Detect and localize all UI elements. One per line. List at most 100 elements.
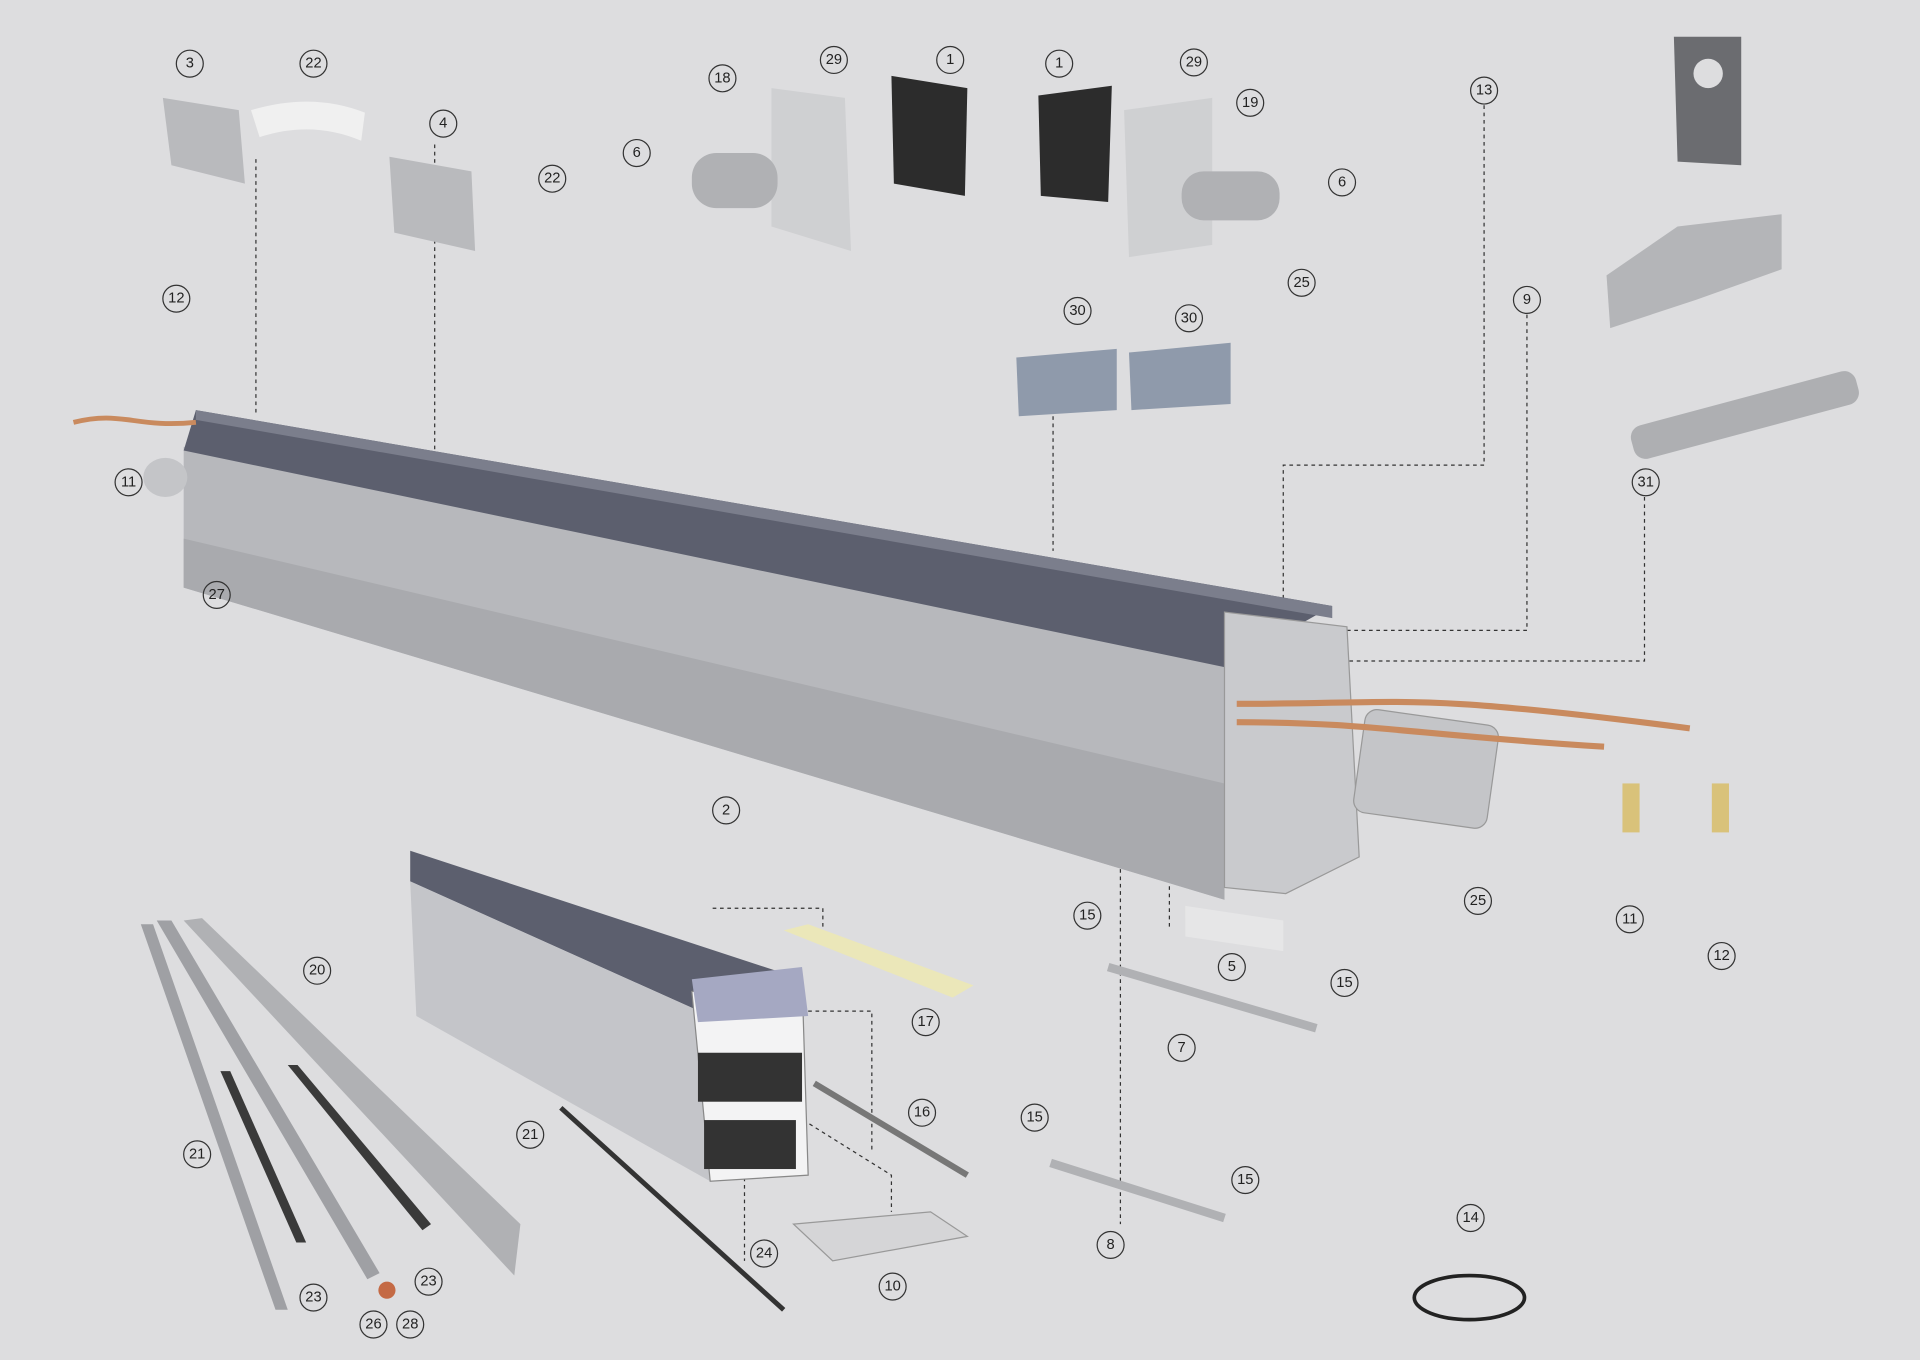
callout-circle (1615, 905, 1644, 934)
callout-number: 15 (1336, 975, 1352, 991)
callout-circle (1512, 285, 1542, 314)
callout-number: 29 (1186, 54, 1202, 70)
callout-number: 18 (714, 70, 730, 86)
callout-circle (878, 1272, 907, 1301)
callout-circle (1217, 952, 1246, 982)
callout-number: 27 (209, 587, 225, 603)
callout-circle (114, 468, 143, 497)
section-beam (410, 850, 809, 1182)
callout-3: 3 (175, 49, 204, 78)
callout-23: 23 (414, 1267, 443, 1296)
callout-circle (1231, 1165, 1260, 1195)
callout-29: 29 (819, 45, 848, 75)
callout-circle (1287, 268, 1316, 297)
callout-circle (622, 138, 651, 168)
callout-number: 12 (1713, 948, 1729, 964)
callout-24: 24 (750, 1239, 779, 1268)
callout-number: 6 (633, 145, 641, 161)
callout-number: 12 (168, 291, 184, 307)
callout-circle (907, 1098, 937, 1127)
callout-number: 15 (1237, 1172, 1253, 1188)
callout-circle (202, 580, 231, 610)
callout-circle (1174, 304, 1204, 333)
callout-number: 7 (1178, 1040, 1186, 1056)
callout-8: 8 (1096, 1230, 1125, 1260)
callout-number: 25 (1470, 893, 1486, 909)
callout-number: 29 (826, 52, 842, 68)
callout-18: 18 (708, 64, 737, 93)
callout-31: 31 (1631, 468, 1660, 497)
callout-circle (175, 49, 204, 78)
callout-14: 14 (1456, 1203, 1485, 1233)
callout-number: 16 (914, 1105, 930, 1121)
callout-1: 1 (936, 45, 965, 75)
callout-number: 30 (1069, 303, 1085, 319)
callout-circle (396, 1310, 425, 1339)
callout-number: 5 (1228, 959, 1236, 975)
callout-10: 10 (878, 1272, 907, 1301)
main-beam-assembly (72, 410, 1729, 900)
callout-circle (516, 1120, 545, 1149)
callout-circle (538, 164, 567, 193)
callout-circle (1463, 886, 1493, 916)
callout-13: 13 (1470, 76, 1499, 105)
callout-circle (936, 45, 965, 75)
callout-number: 3 (186, 56, 194, 72)
callout-number: 15 (1079, 908, 1095, 924)
callout-11: 11 (1615, 905, 1644, 934)
callout-15: 15 (1231, 1165, 1260, 1195)
callout-29: 29 (1179, 48, 1208, 77)
callout-number: 19 (1242, 95, 1258, 111)
callout-number: 23 (305, 1290, 321, 1306)
callout-15: 15 (1330, 968, 1359, 998)
callout-25: 25 (1463, 886, 1493, 916)
callout-circle (429, 109, 458, 138)
callout-19: 19 (1236, 88, 1265, 117)
callout-number: 10 (884, 1279, 900, 1295)
callout-11: 11 (114, 468, 143, 497)
callout-number: 1 (946, 52, 954, 68)
callout-number: 9 (1523, 292, 1531, 308)
callout-5: 5 (1217, 952, 1246, 982)
callout-2: 2 (712, 796, 741, 825)
callout-number: 11 (1622, 911, 1637, 927)
callout-circle (712, 796, 741, 825)
callout-circle (183, 1140, 212, 1169)
callout-circle (162, 284, 191, 313)
callout-4: 4 (429, 109, 458, 138)
callout-12: 12 (1707, 941, 1736, 971)
callout-circle (1330, 968, 1359, 998)
callout-number: 23 (420, 1274, 436, 1290)
callout-circle (1707, 941, 1736, 971)
callout-circle (1631, 468, 1660, 497)
callout-circle (1456, 1203, 1485, 1233)
callout-number: 13 (1476, 83, 1492, 99)
callout-15: 15 (1073, 901, 1102, 930)
callout-circle (750, 1239, 779, 1268)
callout-16: 16 (907, 1098, 937, 1127)
callout-circle (819, 45, 848, 75)
callout-15: 15 (1020, 1103, 1049, 1132)
callout-circle (1179, 48, 1208, 77)
callout-number: 17 (918, 1014, 934, 1030)
callout-number: 28 (402, 1317, 418, 1333)
callout-number: 22 (305, 56, 321, 72)
callout-number: 20 (309, 963, 325, 979)
callout-circle (299, 49, 328, 78)
callout-circle (708, 64, 737, 93)
callout-circle (1327, 168, 1357, 197)
callout-12: 12 (162, 284, 191, 313)
callout-28: 28 (396, 1310, 425, 1339)
callout-27: 27 (202, 580, 231, 610)
callout-circle (911, 1008, 940, 1037)
callout-number: 24 (756, 1246, 772, 1262)
callout-circle (1236, 88, 1265, 117)
callout-21: 21 (516, 1120, 545, 1149)
callout-6: 6 (622, 138, 651, 168)
callout-23: 23 (299, 1283, 328, 1312)
callout-number: 26 (365, 1317, 381, 1333)
callout-6: 6 (1327, 168, 1357, 197)
callout-20: 20 (303, 956, 332, 985)
